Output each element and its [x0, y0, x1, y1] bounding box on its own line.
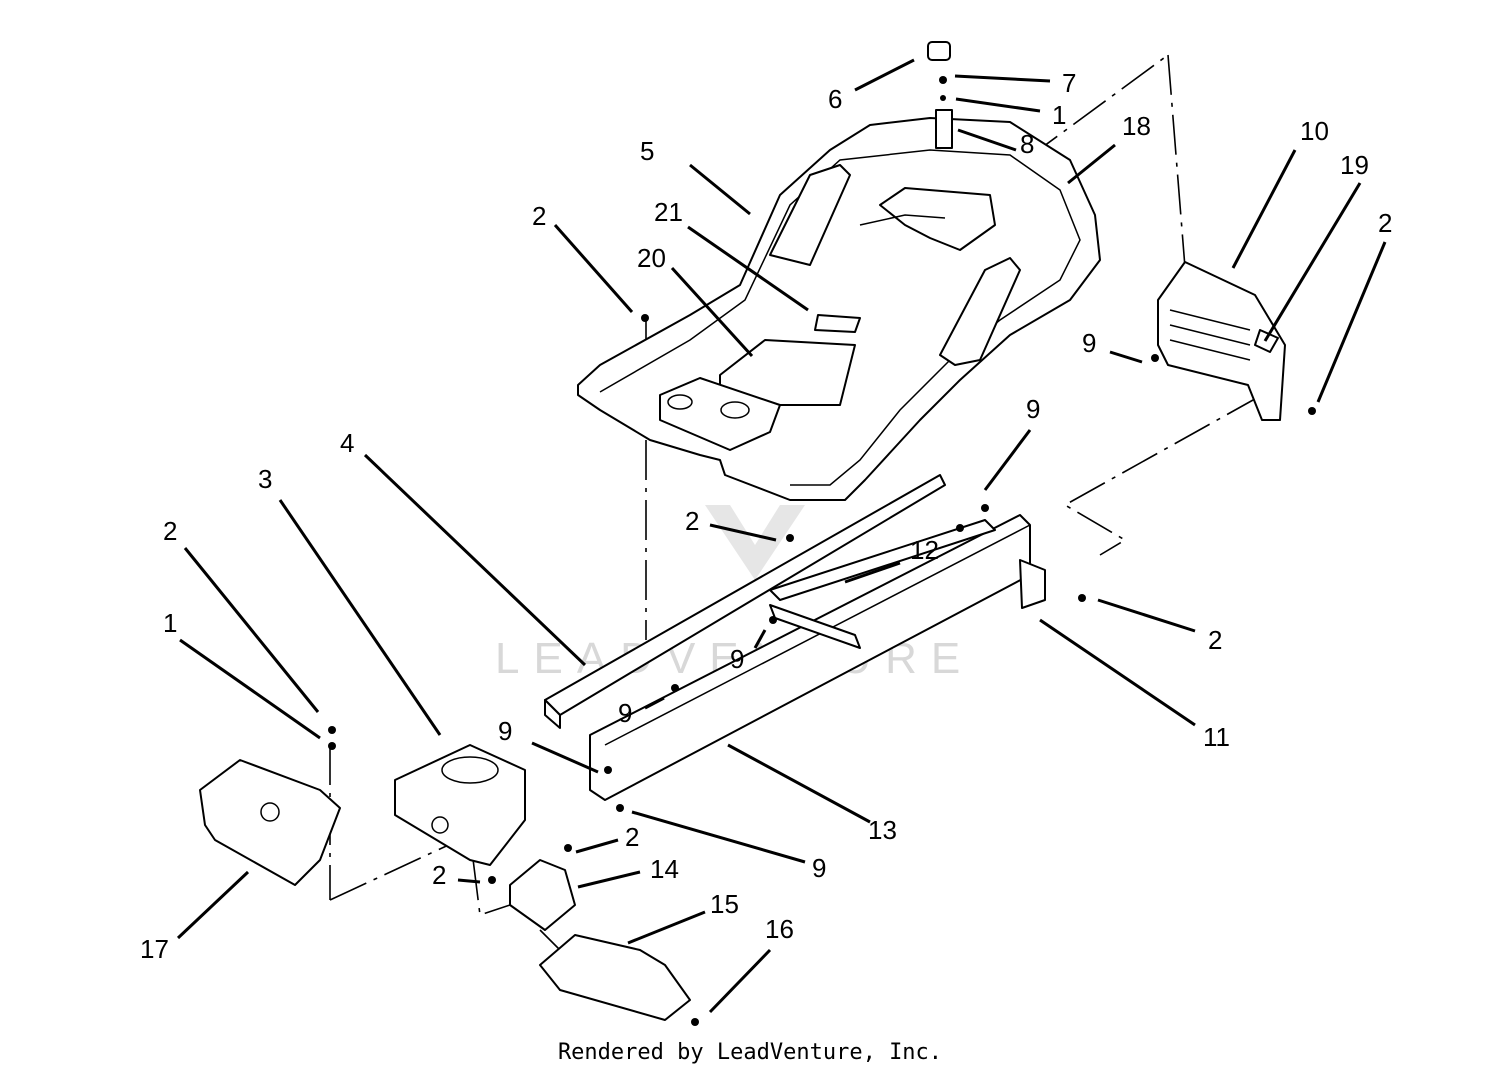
callout-label: 2 — [163, 516, 177, 546]
callout-labels: 1 1 2 2 2 2 2 2 2 3 4 5 6 7 8 9 9 9 9 9 … — [140, 68, 1392, 964]
front-plate — [394, 744, 526, 866]
callout-label: 9 — [730, 644, 744, 674]
callout-label: 2 — [532, 201, 546, 231]
callout-label: 12 — [910, 535, 939, 565]
callout-label: 7 — [1062, 68, 1076, 98]
callout-label: 2 — [1208, 625, 1222, 655]
callout-label: 9 — [498, 716, 512, 746]
callout-label: 2 — [432, 860, 446, 890]
callout-label: 9 — [618, 698, 632, 728]
callout-label: 9 — [1082, 328, 1096, 358]
callout-label: 18 — [1122, 111, 1151, 141]
callout-label: 15 — [710, 889, 739, 919]
leader-lines — [176, 58, 1387, 1014]
callout-label: 9 — [1026, 394, 1040, 424]
callout-label: 2 — [625, 822, 639, 852]
callout-label: 10 — [1300, 116, 1329, 146]
callout-label: 21 — [654, 197, 683, 227]
callout-label: 14 — [650, 854, 679, 884]
callout-label: 19 — [1340, 150, 1369, 180]
callout-label: 1 — [163, 608, 177, 638]
fender-assembly — [577, 117, 1101, 501]
lower-covers — [509, 859, 691, 1021]
callout-label: 13 — [868, 815, 897, 845]
callout-label: 5 — [640, 136, 654, 166]
callout-label: 16 — [765, 914, 794, 944]
rear-shield — [1157, 261, 1286, 421]
callout-label: 8 — [1020, 129, 1034, 159]
callout-label: 4 — [340, 428, 354, 458]
callout-label: 3 — [258, 464, 272, 494]
callout-label: 2 — [1378, 208, 1392, 238]
callout-label: 17 — [140, 934, 169, 964]
callout-label: 20 — [637, 243, 666, 273]
seat-knob — [927, 41, 953, 149]
front-shield — [199, 759, 341, 886]
reference-lines — [329, 54, 1263, 951]
callout-label: 2 — [685, 506, 699, 536]
footer-credit: Rendered by LeadVenture, Inc. — [557, 1040, 943, 1065]
callout-label: 6 — [828, 84, 842, 114]
fasteners — [328, 314, 1316, 1026]
frame-rails — [544, 474, 1046, 801]
callout-label: 11 — [1203, 722, 1230, 752]
callout-label: 9 — [812, 853, 826, 883]
callout-label: 1 — [1052, 100, 1066, 130]
